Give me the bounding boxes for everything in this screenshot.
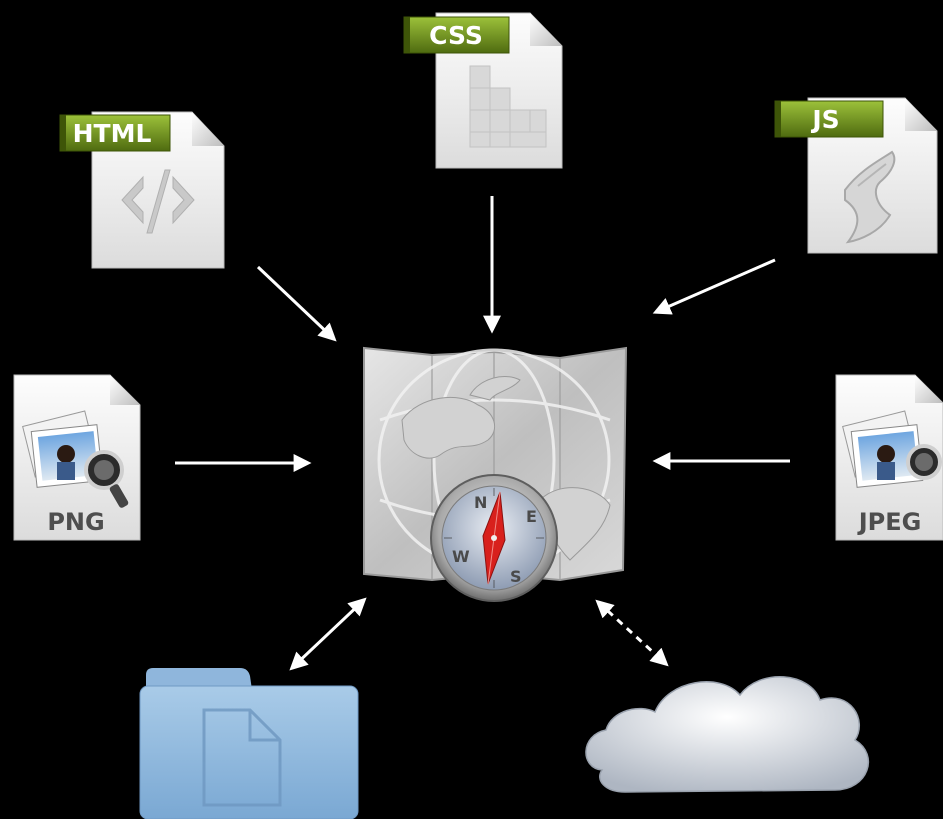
js-tag-badge: JS bbox=[774, 100, 884, 138]
flow-arrows bbox=[175, 196, 790, 671]
safari-web-map-icon: N E W S bbox=[363, 346, 628, 602]
magnifier-loupe-icon bbox=[906, 444, 942, 480]
html-tag-label: HTML bbox=[73, 119, 152, 148]
arrow-cloud-center-bidirectional-dashed bbox=[595, 599, 669, 667]
script-scroll-icon bbox=[844, 150, 896, 244]
js-tag-label: JS bbox=[810, 105, 839, 134]
code-brackets-icon bbox=[121, 169, 195, 234]
css-blocks-icon bbox=[469, 65, 547, 148]
javascript-document-icon: JS bbox=[774, 97, 938, 254]
arrow-js-to-center bbox=[652, 258, 776, 315]
svg-text:N: N bbox=[474, 493, 487, 512]
css-tag-badge: CSS bbox=[403, 16, 510, 54]
png-type-label: PNG bbox=[47, 508, 104, 536]
css-tag-label: CSS bbox=[429, 21, 483, 50]
magnifier-loupe-icon bbox=[84, 450, 129, 508]
photo-stack-icon bbox=[22, 410, 104, 488]
document-outline-icon bbox=[202, 708, 282, 807]
folder-icon bbox=[139, 668, 359, 819]
jpeg-type-label: JPEG bbox=[857, 508, 922, 536]
photo-stack-icon bbox=[842, 410, 924, 488]
arrow-html-to-center bbox=[256, 265, 337, 342]
css-document-icon: CSS bbox=[403, 12, 563, 169]
svg-text:S: S bbox=[510, 567, 522, 586]
html-tag-badge: HTML bbox=[59, 114, 171, 152]
compass-icon: N E W S bbox=[430, 474, 558, 602]
arrow-folder-center-bidirectional bbox=[289, 597, 367, 671]
png-image-document-icon: PNG bbox=[13, 374, 141, 541]
html-document-icon: HTML bbox=[59, 111, 225, 269]
cloud-icon bbox=[585, 675, 870, 793]
svg-text:W: W bbox=[452, 547, 470, 566]
svg-text:E: E bbox=[526, 507, 537, 526]
jpeg-image-document-icon: JPEG bbox=[835, 374, 943, 541]
